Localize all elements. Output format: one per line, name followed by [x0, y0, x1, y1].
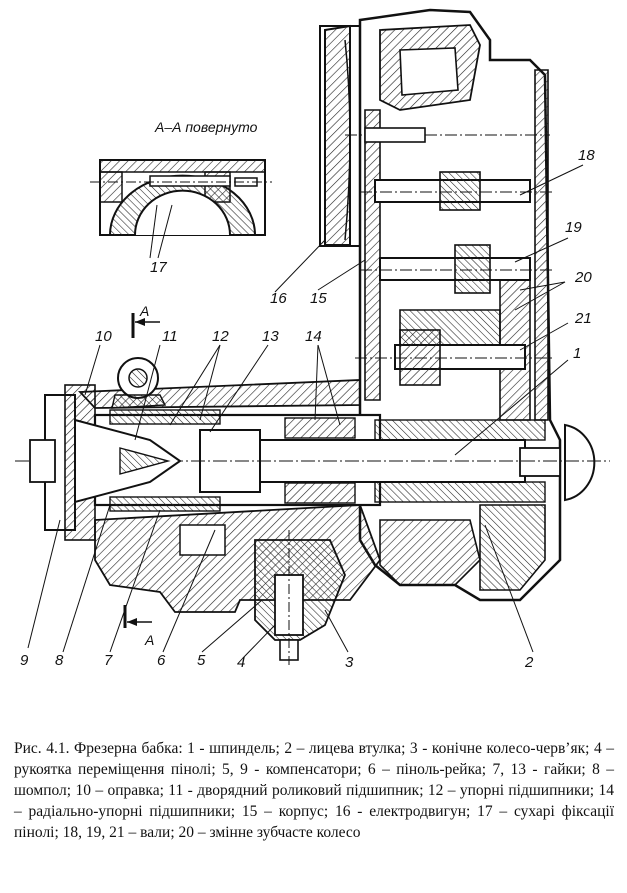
- label-18: 18: [578, 147, 595, 164]
- section-mark-bottom: А: [144, 632, 154, 648]
- figure-caption: Рис. 4.1. Фрезерна бабка: 1 - шпиндель; …: [14, 740, 614, 841]
- label-12: 12: [212, 328, 229, 345]
- section-a-a-inset: [90, 159, 272, 259]
- label-6: 6: [157, 652, 166, 669]
- label-2: 2: [524, 654, 534, 671]
- section-title: А–А повернуто: [154, 119, 258, 135]
- label-9: 9: [20, 652, 29, 669]
- label-14: 14: [305, 328, 322, 345]
- label-16: 16: [270, 290, 287, 307]
- label-13: 13: [262, 328, 279, 345]
- label-20: 20: [574, 269, 592, 286]
- bevel-gear-and-handle: [254, 530, 346, 665]
- label-7: 7: [104, 652, 113, 669]
- label-19: 19: [565, 219, 582, 236]
- section-mark-top: А: [139, 303, 149, 319]
- label-11: 11: [162, 328, 178, 345]
- label-1: 1: [573, 345, 581, 362]
- shafts: [345, 127, 555, 386]
- milling-head-drawing: А–А повернуто А А 18 19 20 21 1 2 3 4 5 …: [15, 8, 610, 671]
- label-17: 17: [150, 259, 167, 276]
- label-21: 21: [574, 310, 592, 327]
- label-4: 4: [237, 654, 245, 671]
- label-15: 15: [310, 290, 327, 307]
- mandrel: [29, 384, 182, 541]
- label-8: 8: [55, 652, 64, 669]
- gear-housing: [358, 8, 562, 602]
- label-10: 10: [95, 328, 112, 345]
- label-3: 3: [345, 654, 354, 671]
- leader-lines: [27, 164, 584, 659]
- label-5: 5: [197, 652, 206, 669]
- electric-motor: [319, 24, 361, 247]
